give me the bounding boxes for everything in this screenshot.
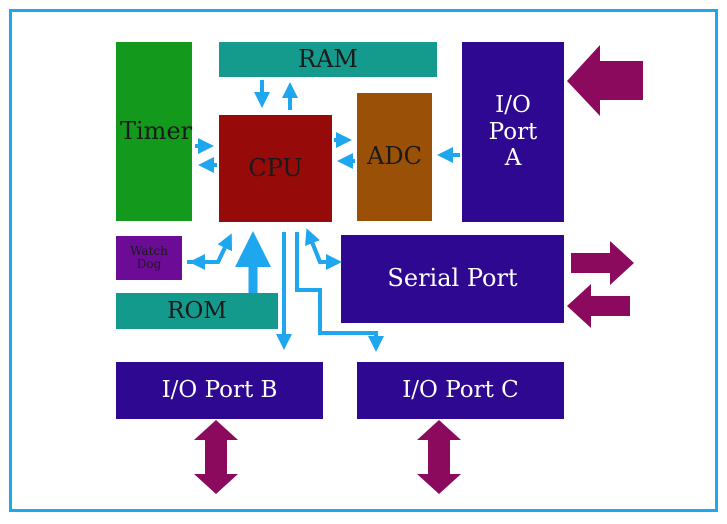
- serial-port-label: Serial Port: [387, 264, 518, 293]
- watchdog-block: Watch Dog: [116, 236, 182, 280]
- io-port-a-block: I/O Port A: [462, 42, 564, 222]
- io-port-b-block: I/O Port B: [116, 362, 323, 419]
- rom-block: ROM: [116, 293, 278, 329]
- cpu-label: CPU: [248, 153, 303, 182]
- cpu-block: CPU: [219, 115, 332, 222]
- io-port-b-label: I/O Port B: [161, 377, 278, 404]
- io-port-a-label: I/O Port A: [488, 92, 538, 172]
- ram-block: RAM: [219, 42, 437, 77]
- adc-label: ADC: [367, 142, 422, 171]
- ram-label: RAM: [298, 44, 358, 73]
- watchdog-label: Watch Dog: [130, 244, 168, 271]
- serial-port-block: Serial Port: [341, 235, 564, 323]
- io-port-c-block: I/O Port C: [357, 362, 564, 419]
- adc-block: ADC: [357, 93, 432, 221]
- rom-label: ROM: [167, 297, 227, 324]
- timer-label: Timer: [120, 116, 193, 145]
- io-port-c-label: I/O Port C: [402, 377, 519, 404]
- timer-block: Timer: [116, 42, 192, 221]
